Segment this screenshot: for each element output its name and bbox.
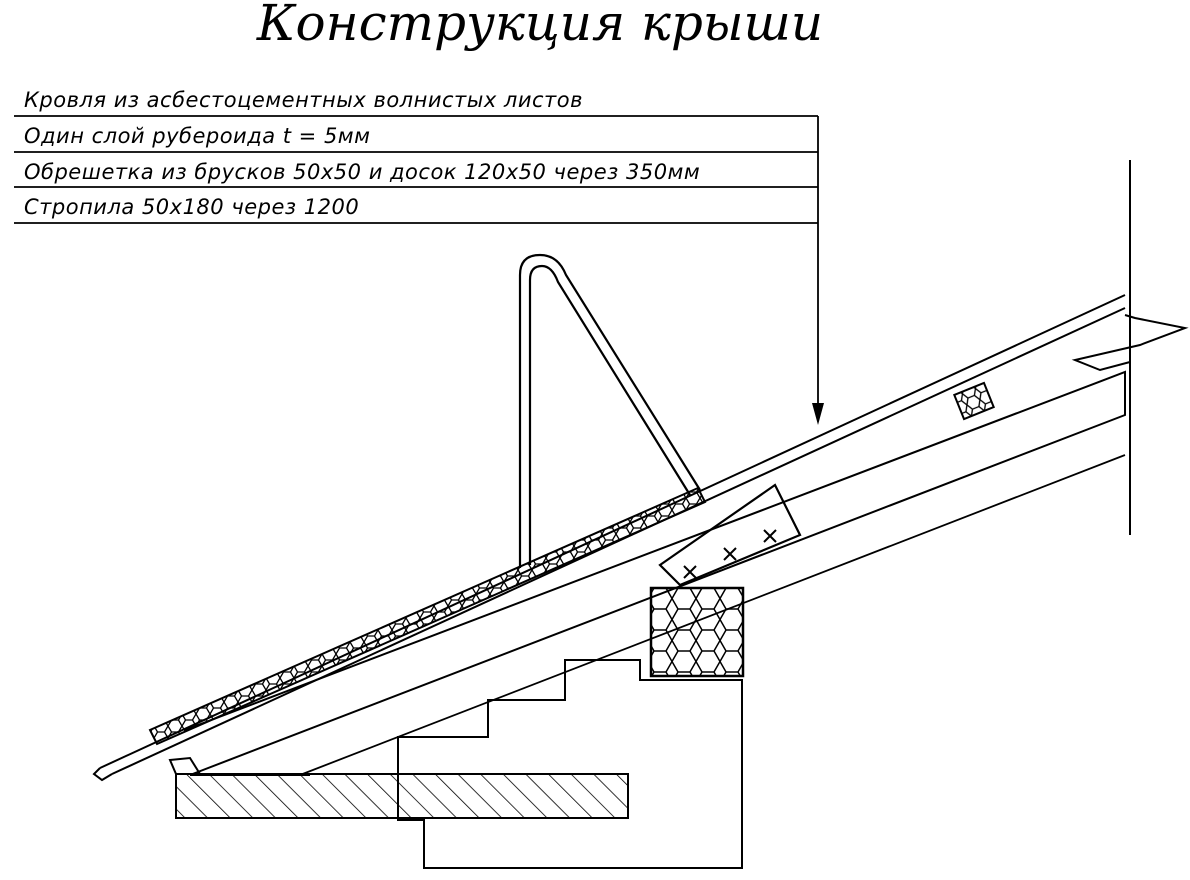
rafter-top-edge [184,370,1126,776]
layer-table [14,115,819,405]
roofing-sheet-top [99,294,1126,769]
layer-label-roofing-felt: Один слой рубероида t = 5мм [24,124,371,148]
strut-fasteners [683,529,777,579]
wall-plate-block [649,586,745,678]
leader-arrow [812,403,824,425]
layer-label-roofing: Кровля из асбестоцементных волнистых лис… [24,88,583,112]
rafter-bottom-edge [299,454,1126,776]
layer-label-rafters: Стропила 50х180 через 1200 [24,195,359,219]
break-line [1071,314,1189,372]
concrete-slab [175,773,629,819]
drawing-title: Конструкция крыши [256,0,823,52]
roofing-drip-edge [92,767,113,782]
rafter-strut [658,483,802,587]
layer-label-battens: Обрешетка из брусков 50х50 и досок 120х5… [24,160,700,184]
slab-edge [168,756,201,775]
roofing-sheet-bottom [111,307,1126,775]
roof-rail-inner [528,264,691,565]
batten-section [952,381,996,421]
roof-rail-outer [518,253,701,568]
stepped-masonry [397,659,743,869]
